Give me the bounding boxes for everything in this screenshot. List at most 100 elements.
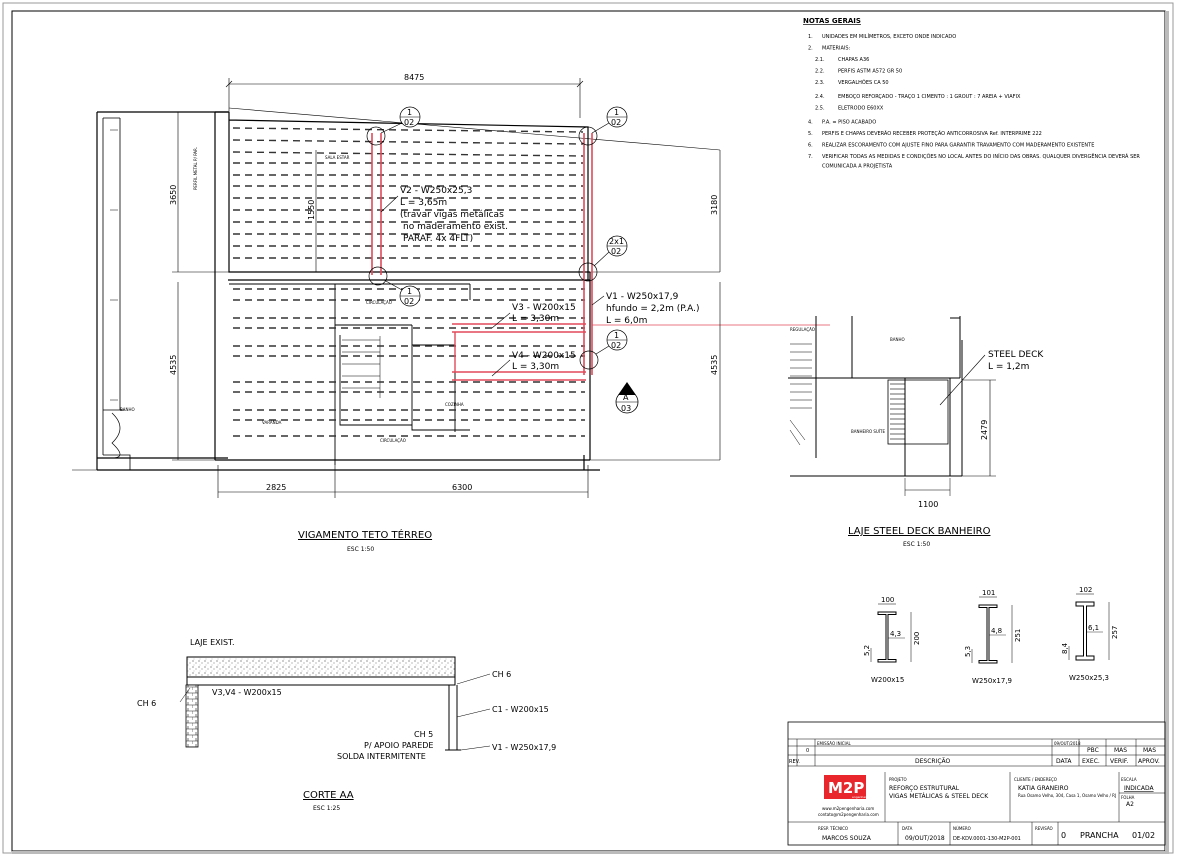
profile-tf: 5,2	[863, 645, 871, 656]
hdr-rev: REV.	[789, 759, 800, 765]
callout-top: 1	[614, 331, 619, 340]
joist	[232, 127, 584, 133]
masonry-wall	[185, 684, 199, 748]
v1-line: V1 - W250x17,9	[606, 292, 679, 302]
v4-line: V4 - W200x15	[512, 351, 576, 361]
hdr-data: DATA	[1056, 758, 1072, 765]
escala-value: INDICADA	[1124, 785, 1154, 792]
corte-solda-label: SOLDA INTERMITENTE	[337, 752, 426, 761]
dim-inner: 1550	[307, 200, 316, 220]
deck-panel	[887, 379, 949, 445]
deck-room: BANHO	[890, 337, 905, 342]
projeto-line: VIGAS METÁLICAS & STEEL DECK	[889, 793, 989, 800]
callout-top: 1	[407, 108, 412, 117]
dim-top: 8475	[404, 73, 424, 82]
rev-aprov: MAS	[1143, 747, 1156, 754]
corte-ch5-label: CH 5	[414, 730, 433, 739]
logo-text: M2P	[828, 779, 864, 797]
callout-top: 2x1	[609, 237, 624, 246]
profile-b: 102	[1079, 586, 1092, 594]
numero-value: DE-KDV.0001-130-M2P-001	[953, 836, 1021, 842]
projeto-label: PROJETO	[889, 777, 907, 782]
plan-door-swing	[111, 412, 121, 459]
deck-walls-lower	[788, 340, 963, 477]
plan-scale: ESC 1:50	[347, 546, 374, 553]
note-text: CHAPAS A36	[838, 57, 869, 63]
corte-laje-label: LAJE EXIST.	[190, 638, 235, 647]
deck-scale: ESC 1:50	[903, 541, 930, 548]
deck-room: REGULAÇÃO	[790, 327, 815, 332]
note-text: COMUNICADA A PROJETISTA	[822, 164, 893, 170]
note-number: 2.2.	[815, 69, 825, 75]
deck-stairs	[790, 343, 812, 409]
v2-line: (travar vigas metálicas	[400, 210, 504, 220]
callout-bottom: 02	[611, 118, 621, 127]
rev-desc: EMISSÃO INICIAL	[817, 741, 851, 746]
label-v3: V3 - W200x15 L = 3,30m	[491, 303, 576, 329]
logo-site: www.m2pengenharia.com	[822, 806, 874, 811]
column-c1	[445, 685, 461, 751]
dim-right-lower: 4535	[710, 355, 719, 375]
side-label: BANHO	[120, 407, 135, 412]
logo-sub: engenharia	[852, 795, 869, 799]
note-number: 6.	[808, 143, 813, 149]
corte-c1-label: C1 - W200x15	[492, 705, 549, 714]
sheet-shadow-bottom	[12, 851, 1169, 854]
section-marker-bottom: 03	[621, 404, 631, 413]
note-number: 5.	[808, 131, 813, 137]
profile-tf: 8,4	[1061, 642, 1069, 654]
room-label: SALA ESTAR	[325, 155, 350, 160]
m2p-logo	[824, 775, 866, 799]
title-block: 0 EMISSÃO INICIAL 09/OUT/2018 PBC MAS MA…	[787, 721, 1166, 846]
note-number: 2.4.	[815, 94, 825, 100]
corte-v1-label: V1 - W250x17,9	[492, 743, 556, 752]
profile-h: 251	[1014, 629, 1022, 642]
deck-walls	[815, 316, 961, 379]
deck-title: LAJE STEEL DECK BANHEIRO	[848, 526, 991, 537]
data-label: DATA	[902, 826, 913, 831]
note-number: 4.	[808, 120, 813, 126]
deck-room: BANHEIRO SUÍTE	[851, 429, 885, 434]
deck-label-length: L = 1,2m	[988, 362, 1029, 372]
beam-v2	[371, 133, 382, 275]
profile-sections: 1002004,35,2W200x151012514,85,3W250x17,9…	[863, 586, 1119, 685]
corte-beam-label: V3,V4 - W200x15	[212, 688, 282, 697]
hdr-desc: DESCRIÇÃO	[915, 758, 951, 765]
profile-h: 257	[1111, 626, 1119, 639]
deck-dim-width: 1100	[918, 500, 938, 509]
beam-v1	[583, 133, 593, 375]
detail-callout: 102	[591, 106, 628, 134]
callout-top: 1	[614, 108, 619, 117]
v2-line: L = 3,65m	[400, 198, 447, 208]
dim-right-upper: 3180	[710, 195, 719, 215]
profile-name: W200x15	[871, 676, 904, 684]
rev-date: 09/OUT/2018	[1054, 741, 1081, 746]
plan-side-wall	[102, 117, 125, 455]
projeto-line: REFORÇO ESTRUTURAL	[889, 785, 960, 792]
label-v1: V1 - W250x17,9 hfundo = 2,2m (P.A.) L = …	[591, 292, 699, 326]
callout-bottom: 02	[404, 118, 414, 127]
corte-scale: ESC 1:25	[313, 805, 340, 812]
detail-circles	[366, 126, 599, 370]
sheet-shadow	[1165, 11, 1169, 853]
prancha-value: 01/02	[1132, 831, 1155, 840]
rev-verif: MAS	[1114, 747, 1127, 754]
deck-dim-height: 2479	[980, 420, 989, 440]
callout-top: 1	[407, 287, 412, 296]
plan-view: 8475 3650 4535 3180 4535 1550 2825 6300 …	[72, 73, 830, 553]
section-marker: A 03	[615, 382, 639, 414]
note-number: 1.	[808, 34, 813, 40]
detail-callout: 102	[380, 106, 421, 134]
beam-v3	[452, 323, 586, 333]
hdr-aprov: APROV.	[1138, 758, 1160, 765]
cliente-address: Rua Osamo Velho, 304, Casa 1, Osamo Velh…	[1018, 793, 1116, 798]
room-label: VARANDA	[262, 420, 282, 425]
plan-door-frame	[103, 454, 131, 470]
profile-tw: 4,8	[991, 627, 1002, 635]
plan-stairs	[342, 336, 381, 398]
v3-line: L = 3,30m	[512, 314, 559, 324]
